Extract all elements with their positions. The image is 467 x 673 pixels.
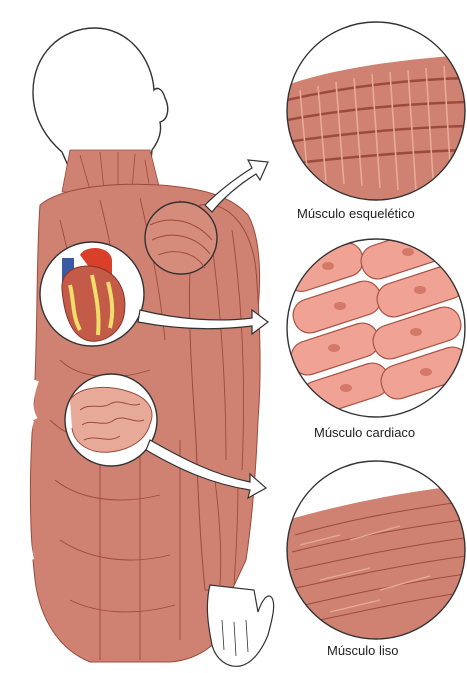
- smooth-muscle-label: Músculo liso: [327, 643, 399, 658]
- arrow-to-skeletal: [205, 160, 268, 212]
- skeletal-muscle-circle: [285, 20, 467, 205]
- hand-outline: [207, 585, 273, 666]
- smooth-muscle-circle: [287, 461, 466, 640]
- skeletal-muscle-label: Músculo esquelético: [297, 206, 415, 221]
- shoulder-magnifier: [145, 202, 217, 274]
- heart-illustration: [40, 242, 144, 346]
- head-outline: [33, 28, 168, 170]
- intestine-illustration: [65, 374, 157, 466]
- cardiac-muscle-label: Músculo cardiaco: [314, 425, 415, 440]
- cardiac-muscle-circle: [281, 223, 467, 419]
